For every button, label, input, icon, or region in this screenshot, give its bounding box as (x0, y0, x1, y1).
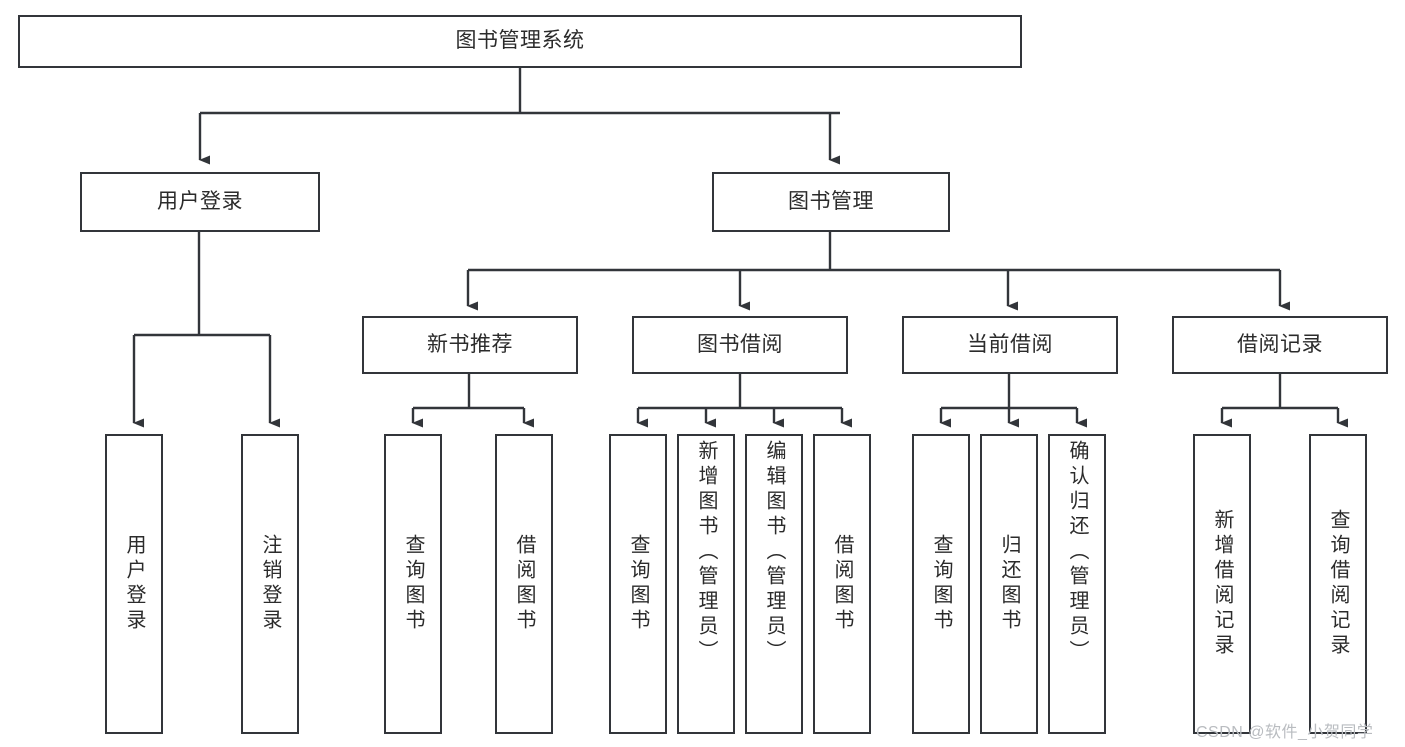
node-label: 借阅记录 (1237, 332, 1323, 356)
node-label: 借阅图书 (513, 534, 535, 634)
leaf-borrow-query-book[interactable]: 查询图书 (609, 434, 667, 734)
leaf-current-query-book[interactable]: 查询图书 (912, 434, 970, 734)
node-label: 图书管理 (788, 189, 874, 213)
leaf-new-book-query[interactable]: 查询图书 (384, 434, 442, 734)
leaf-new-book-borrow[interactable]: 借阅图书 (495, 434, 553, 734)
node-label: 借阅图书 (831, 534, 853, 634)
node-new-book-recommend[interactable]: 新书推荐 (362, 316, 578, 374)
node-label: 查询图书 (402, 534, 424, 634)
leaf-user-login-login[interactable]: 用户登录 (105, 434, 163, 734)
node-current-borrow[interactable]: 当前借阅 (902, 316, 1118, 374)
leaf-borrow-borrow-book[interactable]: 借阅图书 (813, 434, 871, 734)
node-label: 查询图书 (930, 534, 952, 634)
leaf-user-login-logout[interactable]: 注销登录 (241, 434, 299, 734)
node-label: 编辑图书（管理员） (763, 440, 785, 665)
node-label: 用户登录 (157, 189, 243, 213)
leaf-current-return-book[interactable]: 归还图书 (980, 434, 1038, 734)
leaf-borrow-add-book-admin[interactable]: 新增图书（管理员） (677, 434, 735, 734)
leaf-record-query-record[interactable]: 查询借阅记录 (1309, 434, 1367, 734)
leaf-current-confirm-return-admin[interactable]: 确认归还（管理员） (1048, 434, 1106, 734)
node-label: 注销登录 (259, 534, 281, 634)
node-label: 用户登录 (123, 534, 145, 634)
node-label: 查询图书 (627, 534, 649, 634)
node-label: 查询借阅记录 (1327, 509, 1349, 659)
node-label: 当前借阅 (967, 332, 1053, 356)
node-borrow-record[interactable]: 借阅记录 (1172, 316, 1388, 374)
leaf-record-add-record[interactable]: 新增借阅记录 (1193, 434, 1251, 734)
node-label: 新书推荐 (427, 332, 513, 356)
node-label: 新增图书（管理员） (695, 440, 717, 665)
leaf-borrow-edit-book-admin[interactable]: 编辑图书（管理员） (745, 434, 803, 734)
node-root-book-management-system[interactable]: 图书管理系统 (18, 15, 1022, 68)
node-label: 归还图书 (998, 534, 1020, 634)
node-label: 图书借阅 (697, 332, 783, 356)
node-book-borrow[interactable]: 图书借阅 (632, 316, 848, 374)
node-book-management[interactable]: 图书管理 (712, 172, 950, 232)
node-label: 新增借阅记录 (1211, 509, 1233, 659)
node-label: 图书管理系统 (455, 29, 585, 53)
node-label: 确认归还（管理员） (1066, 440, 1088, 665)
node-user-login[interactable]: 用户登录 (80, 172, 320, 232)
csdn-watermark: CSDN @软件_小贺同学 (1196, 724, 1374, 741)
